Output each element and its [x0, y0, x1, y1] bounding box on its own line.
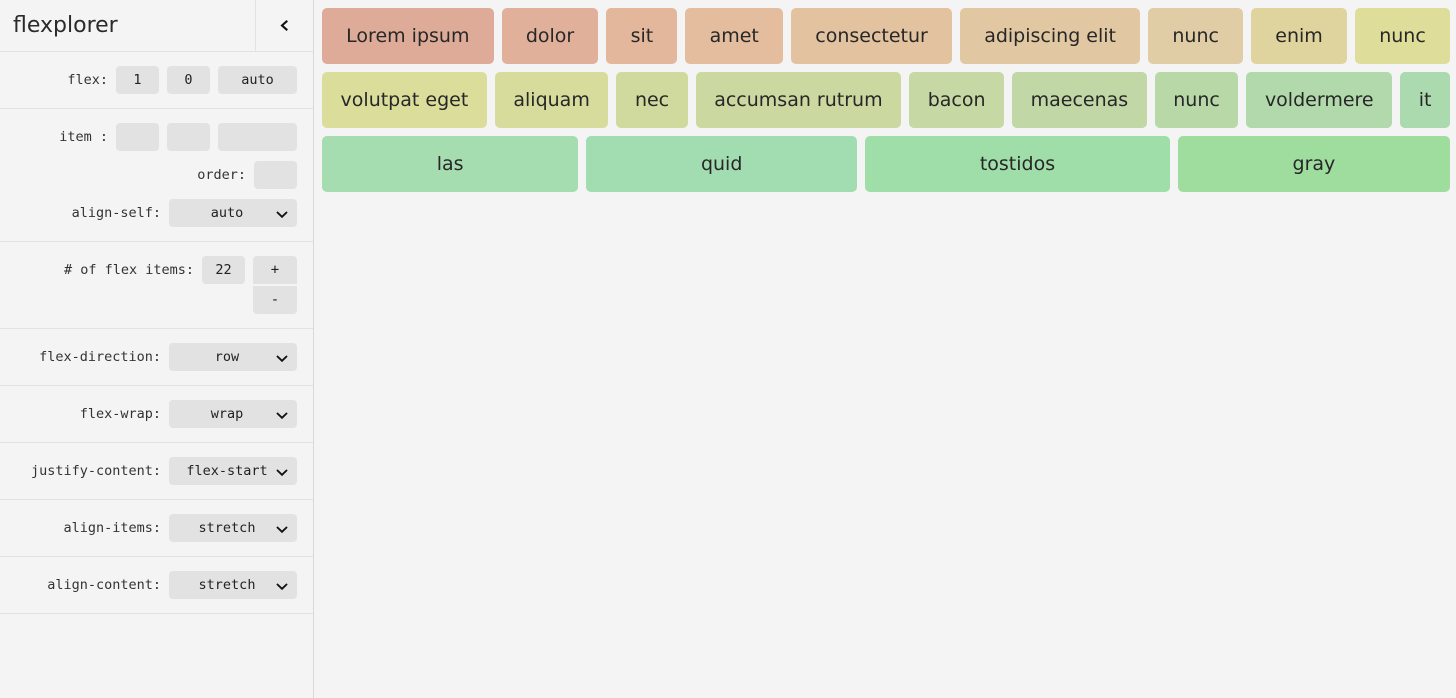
item-align-self-row: align-self: autoflex-startflex-endcenter…: [0, 199, 297, 227]
align-items-row: align-items: flex-startflex-endcenterbas…: [0, 514, 297, 542]
flex-item[interactable]: nunc: [1148, 8, 1244, 64]
flex-item[interactable]: amet: [685, 8, 784, 64]
flex-wrap-row: flex-wrap: nowrapwrapwrap-reverse: [0, 400, 297, 428]
flex-item-count-input[interactable]: [202, 256, 245, 284]
flex-item[interactable]: voldermere: [1246, 72, 1393, 128]
align-self-select[interactable]: autoflex-startflex-endcenterbaselinestre…: [169, 199, 297, 227]
order-input[interactable]: [254, 161, 297, 189]
section-align-content: align-content: flex-startflex-endcenters…: [0, 557, 313, 614]
app-title: flexplorer: [13, 13, 118, 38]
flex-item[interactable]: gray: [1177, 136, 1451, 192]
align-content-label: align-content:: [47, 577, 161, 593]
flex-item[interactable]: dolor: [501, 8, 599, 64]
align-content-row: align-content: flex-startflex-endcenters…: [0, 571, 297, 599]
flex-shorthand-row: flex:: [0, 66, 297, 94]
sidebar-header: flexplorer: [0, 0, 313, 52]
flex-grow-input[interactable]: [116, 66, 159, 94]
control-sidebar: flexplorer flex: item :: [0, 0, 314, 698]
section-item: item : order: align-self: autoflex-start…: [0, 109, 313, 242]
section-justify-content: justify-content: flex-startflex-endcente…: [0, 443, 313, 500]
section-align-items: align-items: flex-startflex-endcenterbas…: [0, 500, 313, 557]
flex-item-count-row: # of flex items: + -: [0, 256, 297, 314]
chevron-left-icon: [278, 19, 291, 32]
flex-item[interactable]: volutpat eget: [322, 72, 487, 128]
flex-item[interactable]: tostidos: [865, 136, 1170, 192]
flex-item[interactable]: nunc: [1154, 72, 1239, 128]
flex-direction-label: flex-direction:: [39, 349, 161, 365]
flex-wrap-label: flex-wrap:: [79, 406, 161, 422]
flex-item[interactable]: bacon: [909, 72, 1005, 128]
flex-item[interactable]: consectetur: [791, 8, 953, 64]
section-flex-direction: flex-direction: rowrow-reversecolumncolu…: [0, 329, 313, 386]
section-flex-wrap: flex-wrap: nowrapwrapwrap-reverse: [0, 386, 313, 443]
section-item-count: # of flex items: + -: [0, 242, 313, 329]
flex-item-count-stepper: + -: [253, 256, 297, 314]
item-basis-input[interactable]: [218, 123, 297, 151]
justify-content-label: justify-content:: [30, 463, 161, 479]
flex-basis-input[interactable]: [218, 66, 297, 94]
flex-label: flex:: [67, 72, 108, 88]
flex-item[interactable]: maecenas: [1012, 72, 1147, 128]
decrement-items-button[interactable]: -: [253, 286, 297, 314]
flex-wrap-select[interactable]: nowrapwrapwrap-reverse: [169, 400, 297, 428]
flex-item[interactable]: enim: [1251, 8, 1348, 64]
item-grow-input[interactable]: [116, 123, 159, 151]
flex-item[interactable]: Lorem ipsum: [322, 8, 494, 64]
order-label: order:: [197, 167, 246, 183]
flex-item[interactable]: it: [1400, 72, 1450, 128]
justify-content-row: justify-content: flex-startflex-endcente…: [0, 457, 297, 485]
flex-direction-row: flex-direction: rowrow-reversecolumncolu…: [0, 343, 297, 371]
flex-shrink-input[interactable]: [167, 66, 210, 94]
flex-item[interactable]: sit: [606, 8, 678, 64]
align-self-label: align-self:: [71, 205, 161, 221]
flex-item[interactable]: adipiscing elit: [960, 8, 1141, 64]
increment-items-button[interactable]: +: [253, 256, 297, 284]
item-order-row: order:: [0, 161, 297, 189]
item-shrink-input[interactable]: [167, 123, 210, 151]
flex-item[interactable]: aliquam: [494, 72, 609, 128]
flex-item[interactable]: quid: [586, 136, 858, 192]
justify-content-select[interactable]: flex-startflex-endcenterspace-betweenspa…: [169, 457, 297, 485]
align-content-select[interactable]: flex-startflex-endcenterspace-betweenspa…: [169, 571, 297, 599]
section-flex: flex:: [0, 52, 313, 109]
item-flex-row: item :: [0, 123, 297, 151]
align-items-label: align-items:: [63, 520, 161, 536]
sidebar-collapse-button[interactable]: [255, 0, 313, 52]
flex-item[interactable]: nec: [616, 72, 688, 128]
flex-direction-select[interactable]: rowrow-reversecolumncolumn-reverse: [169, 343, 297, 371]
flex-item[interactable]: nunc: [1355, 8, 1450, 64]
item-label: item :: [59, 129, 108, 145]
align-items-select[interactable]: flex-startflex-endcenterbaselinestretch: [169, 514, 297, 542]
flex-item-count-label: # of flex items:: [63, 262, 194, 278]
flex-item[interactable]: accumsan rutrum: [695, 72, 902, 128]
flex-item[interactable]: las: [322, 136, 579, 192]
